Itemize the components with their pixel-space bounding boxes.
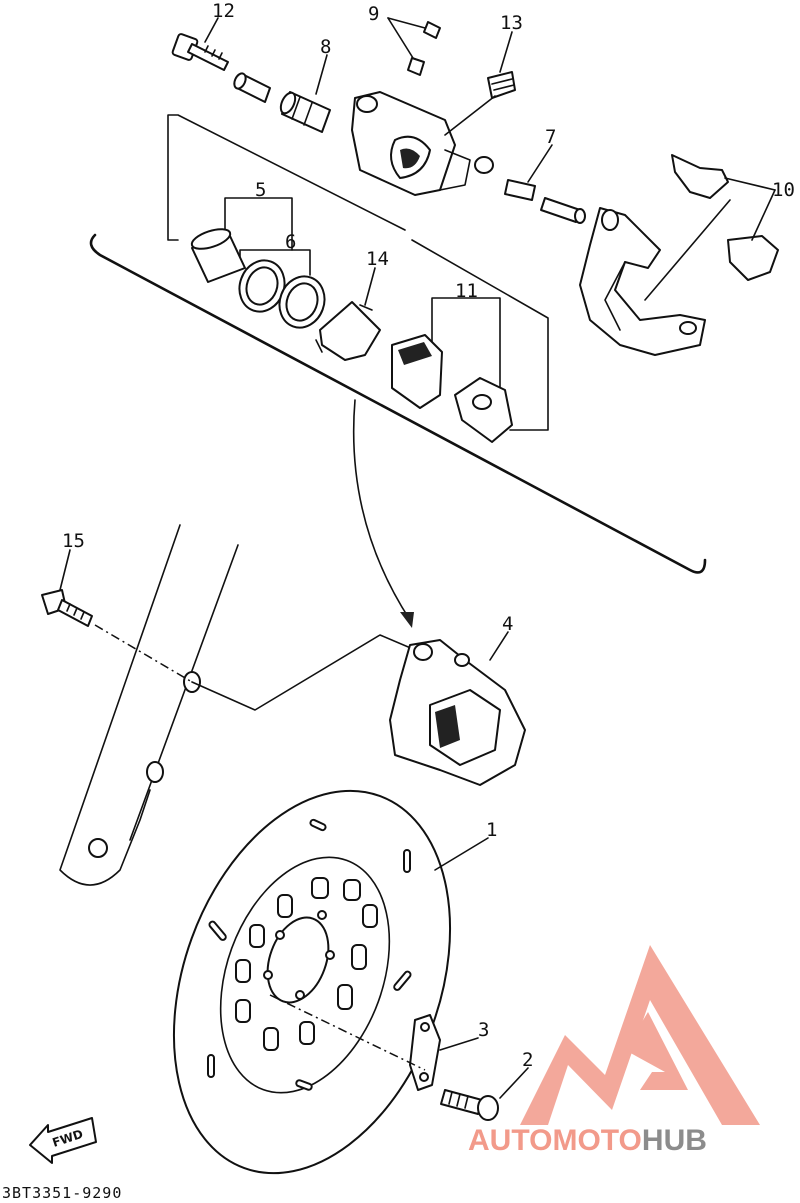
- brand-name-part1: AUTOMOTO: [468, 1124, 642, 1157]
- brake-disc-1: [172, 789, 452, 1175]
- forward-arrow: FWD: [29, 1117, 97, 1164]
- small-ring: [474, 156, 494, 174]
- pad-shim-14: [315, 301, 381, 361]
- disc-bolt-2: [440, 1089, 499, 1121]
- callout-8: 8: [320, 36, 331, 58]
- pin-boot-8: [279, 91, 331, 133]
- caliper-body: [351, 91, 471, 196]
- pin-sleeve: [233, 72, 271, 103]
- callout-11: 11: [455, 280, 478, 302]
- piston-seal-6: [238, 259, 326, 329]
- fork-leg: [59, 524, 181, 886]
- caliper-bracket: [579, 207, 706, 356]
- callout-12: 12: [212, 0, 235, 22]
- alignment-line: [94, 624, 193, 683]
- mounting-bolt-15: [41, 589, 93, 627]
- caliper-bolt-12: [171, 33, 229, 71]
- callout-5: 5: [255, 179, 266, 201]
- callout-10: 10: [772, 179, 795, 201]
- callout-7: 7: [545, 126, 556, 148]
- brand-name: AUTOMOTOHUB: [468, 1124, 707, 1157]
- bleed-screw-9: [407, 21, 441, 76]
- detail-enclosure-line: [89, 233, 707, 574]
- callout-13: 13: [500, 12, 523, 34]
- callout-4: 4: [502, 613, 513, 635]
- detail-arrow-head: [400, 612, 414, 628]
- callout-6: 6: [285, 231, 296, 253]
- callout-9: 9: [368, 3, 379, 25]
- bracket-5-6: [167, 114, 406, 241]
- caliper-assembly-4: [389, 639, 526, 786]
- boot-13: [487, 71, 516, 99]
- callout-1: 1: [486, 819, 497, 841]
- slide-pin-7: [504, 179, 586, 224]
- pad-spring-10: [671, 154, 779, 281]
- piston-5: [190, 228, 246, 283]
- lock-washer-3: [409, 1014, 441, 1091]
- callout-14: 14: [366, 248, 389, 270]
- callout-3: 3: [478, 1019, 489, 1041]
- logo-triangle-icon: [520, 945, 760, 1125]
- part-code: 3BT3351-9290: [2, 1184, 122, 1202]
- brake-pad-11: [391, 334, 513, 443]
- logo-inner-mark-icon: [625, 1012, 688, 1090]
- brand-name-part2: HUB: [642, 1124, 707, 1157]
- detail-arrow: [352, 399, 411, 621]
- brand-watermark-logo: [520, 945, 760, 1125]
- callout-15: 15: [62, 530, 85, 552]
- bracket-11: [431, 297, 501, 393]
- callout-2: 2: [522, 1049, 533, 1071]
